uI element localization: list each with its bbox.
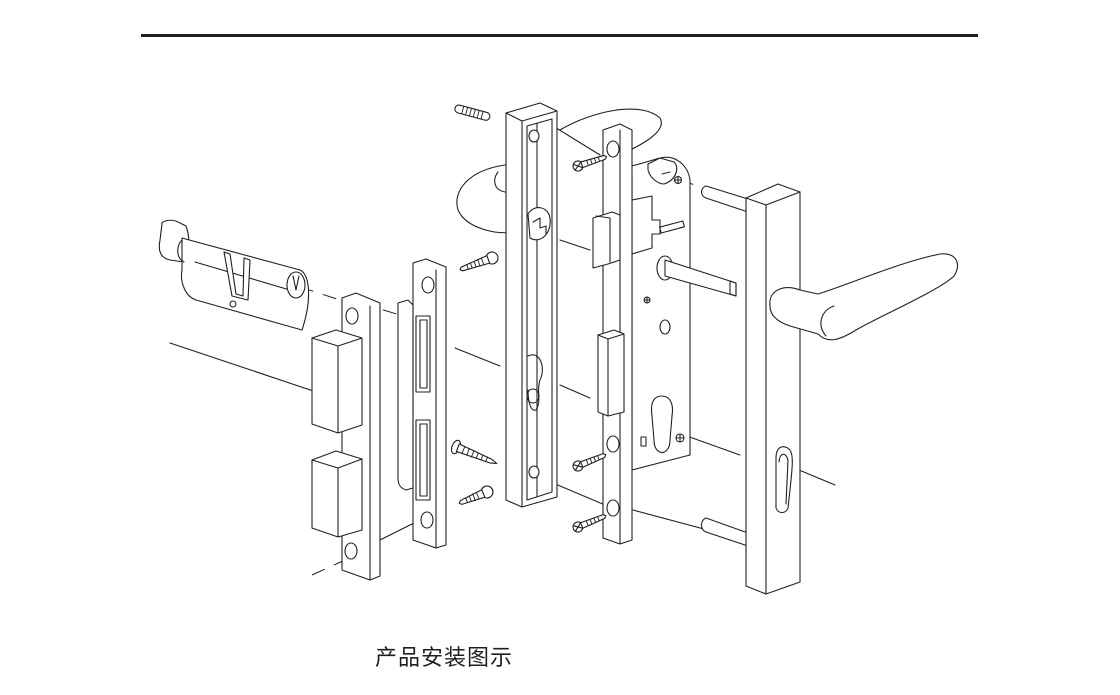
top-divider-rule — [141, 34, 978, 37]
diagram-caption: 产品安装图示 — [375, 646, 514, 671]
mounting-posts — [700, 185, 749, 547]
euro-cylinder — [158, 219, 310, 331]
rear-lever-handle — [456, 108, 662, 234]
spindle — [656, 255, 737, 297]
screw — [459, 251, 499, 272]
screw — [572, 453, 607, 472]
lock-faceplate — [592, 123, 633, 545]
screw — [572, 514, 607, 533]
screw — [454, 104, 491, 121]
inner-frame — [505, 102, 558, 508]
mortise-lock-body — [617, 156, 691, 471]
lever-handle — [769, 253, 958, 341]
latch-keeper — [311, 292, 381, 581]
screw — [458, 485, 494, 505]
strike-plate — [397, 258, 447, 549]
screw — [572, 154, 608, 172]
screws — [450, 104, 608, 533]
alignment-lines — [169, 117, 836, 576]
outer-handle-plate — [745, 183, 801, 595]
screw — [450, 439, 498, 465]
